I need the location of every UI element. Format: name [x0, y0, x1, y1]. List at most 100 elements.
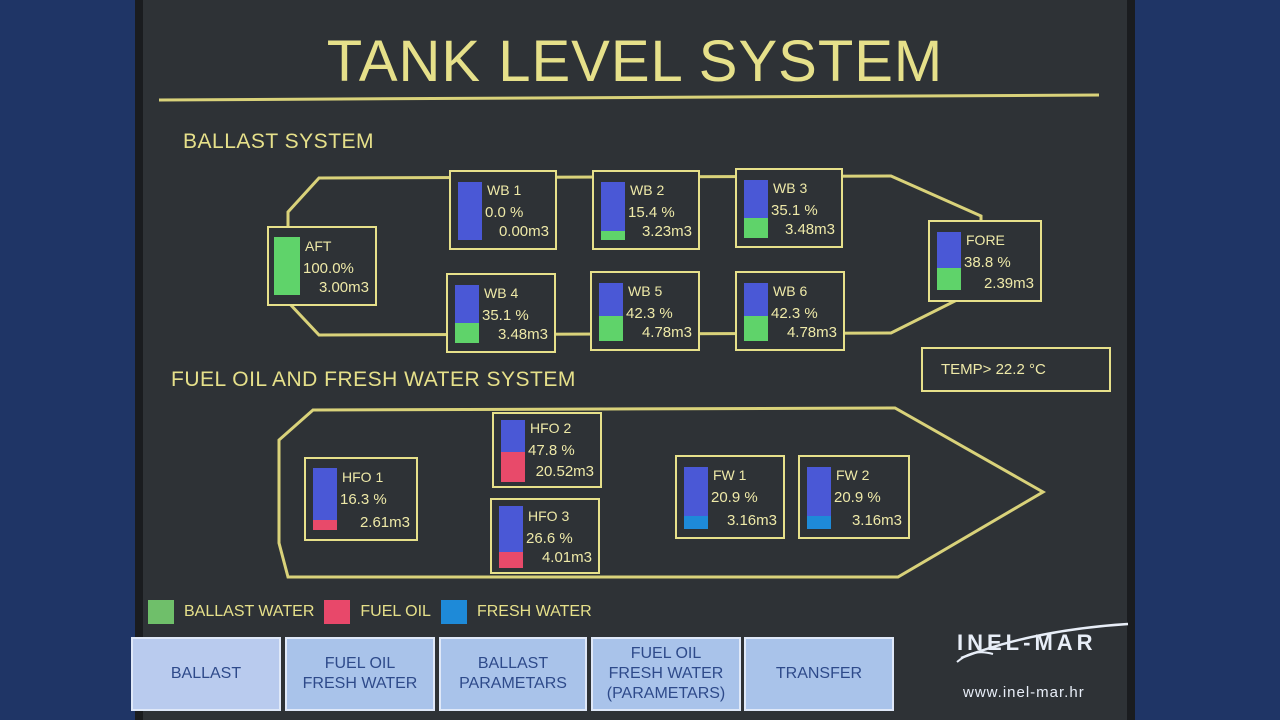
tank-level-gauge [744, 283, 768, 341]
logo-text: INEL-MAR [957, 630, 1097, 655]
tank-level-gauge [599, 283, 623, 341]
tank-level-fill [313, 519, 337, 530]
tank-volume: 3.23m3 [641, 223, 692, 240]
tank-level-fill [937, 267, 961, 290]
tank-level-fill [599, 316, 623, 341]
tank-name: FORE [966, 232, 1005, 248]
tank-name: HFO 2 [530, 420, 572, 436]
tank-wb6[interactable]: WB 6 42.3 % 4.78m3 [735, 271, 845, 351]
legend-item-ballast-water: BALLAST WATER [148, 600, 314, 624]
tank-name: WB 6 [773, 283, 808, 299]
tank-percent: 42.3 % [626, 305, 673, 322]
tank-wb2[interactable]: WB 2 15.4 % 3.23m3 [592, 170, 700, 250]
tank-volume: 4.01m3 [541, 549, 592, 566]
tank-name: WB 1 [487, 182, 522, 198]
tank-level-gauge [458, 182, 482, 240]
tank-level-fill [744, 316, 768, 341]
tank-volume: 2.61m3 [359, 514, 410, 531]
tank-percent: 47.8 % [528, 442, 575, 459]
tank-level-gauge [501, 420, 525, 482]
tank-name: WB 4 [484, 285, 519, 301]
tank-fw1[interactable]: FW 1 20.9 % 3.16m3 [675, 455, 785, 539]
tank-level-fill [455, 322, 479, 343]
tank-hfo1[interactable]: HFO 1 16.3 % 2.61m3 [304, 457, 418, 541]
tank-level-gauge [499, 506, 523, 568]
tank-level-gauge [601, 182, 625, 240]
tank-volume: 3.48m3 [784, 221, 835, 238]
fuel-section-label: FUEL OIL AND FRESH WATER SYSTEM [171, 368, 576, 391]
tank-aft[interactable]: AFT 100.0% 3.00m3 [267, 226, 377, 306]
legend-swatch [440, 600, 467, 624]
legend-label: FRESH WATER [476, 603, 592, 620]
nav-fuel-fresh-parametars-button[interactable]: FUEL OIL FRESH WATER (PARAMETARS) [591, 637, 741, 711]
tank-level-fill [807, 516, 831, 529]
nav-ballast-button[interactable]: BALLAST [131, 637, 281, 711]
tank-level-fill [744, 217, 768, 238]
tank-percent: 0.0 % [485, 204, 524, 221]
tank-percent: 35.1 % [482, 307, 529, 324]
tank-level-fill [499, 551, 523, 568]
tank-volume: 3.16m3 [851, 512, 902, 529]
tank-percent: 38.8 % [964, 254, 1011, 271]
tank-volume: 4.78m3 [786, 324, 837, 341]
tank-hfo2[interactable]: HFO 2 47.8 % 20.52m3 [492, 412, 602, 488]
tank-name: AFT [305, 238, 332, 254]
tank-volume: 3.48m3 [497, 326, 548, 343]
legend-item-fuel-oil: FUEL OIL [324, 600, 431, 624]
legend-label: FUEL OIL [360, 603, 431, 620]
tank-name: WB 3 [773, 180, 808, 196]
tank-percent: 26.6 % [526, 530, 573, 547]
tank-level-fill [274, 237, 300, 295]
tank-name: WB 5 [628, 283, 663, 299]
tank-volume: 20.52m3 [535, 463, 594, 480]
tank-wb1[interactable]: WB 1 0.0 % 0.00m3 [449, 170, 557, 250]
tank-percent: 15.4 % [628, 204, 675, 221]
nav-ballast-parametars-button[interactable]: BALLAST PARAMETARS [439, 637, 587, 711]
tank-level-fill [601, 231, 625, 240]
tank-fw2[interactable]: FW 2 20.9 % 3.16m3 [798, 455, 910, 539]
tank-level-gauge [937, 232, 961, 290]
tank-level-gauge [455, 285, 479, 343]
tank-level-fill [501, 452, 525, 482]
page-title: TANK LEVEL SYSTEM [326, 29, 944, 94]
tank-name: HFO 3 [528, 508, 570, 524]
tank-level-gauge [807, 467, 831, 529]
tank-level-fill [684, 516, 708, 529]
nav-transfer-button[interactable]: TRANSFER [744, 637, 894, 711]
tank-level-gauge [684, 467, 708, 529]
tank-wb3[interactable]: WB 3 35.1 % 3.48m3 [735, 168, 843, 248]
tank-fore[interactable]: FORE 38.8 % 2.39m3 [928, 220, 1042, 302]
legend-swatch [148, 600, 174, 624]
tank-percent: 42.3 % [771, 305, 818, 322]
temperature-readout: TEMP> 22.2 °C [921, 347, 1111, 392]
legend-swatch [324, 600, 351, 624]
tank-level-gauge [313, 468, 337, 530]
tank-volume: 3.16m3 [726, 512, 777, 529]
fuel-hull-outline [277, 406, 1047, 579]
tank-volume: 3.00m3 [318, 279, 369, 296]
tank-wb4[interactable]: WB 4 35.1 % 3.48m3 [446, 273, 556, 353]
tank-volume: 4.78m3 [641, 324, 692, 341]
legend: BALLAST WATER FUEL OIL FRESH WATER [148, 600, 602, 624]
tank-percent: 20.9 % [711, 489, 758, 506]
legend-item-fresh-water: FRESH WATER [440, 600, 592, 624]
ballast-section-label: BALLAST SYSTEM [183, 130, 375, 153]
hmi-screen: TANK LEVEL SYSTEM BALLAST SYSTEM AFT 100… [131, 0, 1135, 720]
tank-volume: 2.39m3 [983, 275, 1034, 292]
tank-percent: 35.1 % [771, 202, 818, 219]
tank-level-gauge [274, 237, 300, 295]
logo-swoosh-icon [956, 622, 1129, 663]
tank-name: HFO 1 [342, 469, 384, 485]
tank-percent: 100.0% [303, 260, 354, 277]
tank-percent: 16.3 % [340, 491, 387, 508]
tank-name: FW 2 [836, 467, 870, 483]
tank-name: WB 2 [630, 182, 665, 198]
tank-level-gauge [744, 180, 768, 238]
tank-hfo3[interactable]: HFO 3 26.6 % 4.01m3 [490, 498, 600, 574]
tank-volume: 0.00m3 [498, 223, 549, 240]
website-url: www.inel-mar.hr [963, 684, 1085, 701]
tank-percent: 20.9 % [834, 489, 881, 506]
nav-fuel-oil-fresh-water-button[interactable]: FUEL OIL FRESH WATER [285, 637, 435, 711]
tank-wb5[interactable]: WB 5 42.3 % 4.78m3 [590, 271, 700, 351]
legend-label: BALLAST WATER [184, 603, 315, 620]
